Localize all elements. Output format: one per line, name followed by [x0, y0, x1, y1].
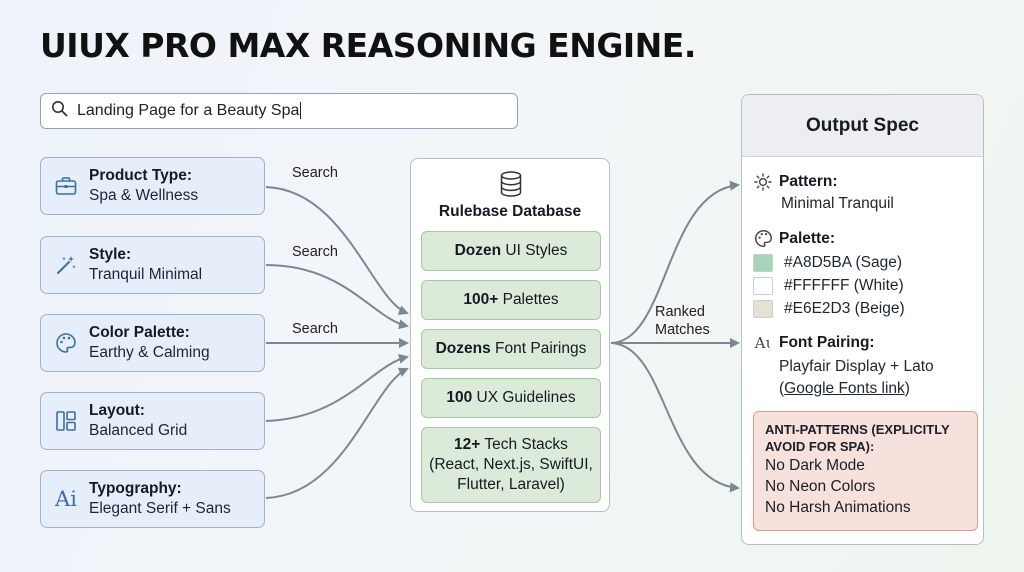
- magic-wand-icon: [53, 252, 79, 278]
- color-swatch-white: [753, 277, 773, 295]
- anti-pattern-item: No Neon Colors: [765, 478, 876, 495]
- color-swatch-beige: [753, 300, 773, 318]
- arrow-typography: [265, 367, 409, 499]
- ranked-matches-label: Ranked Matches: [655, 304, 710, 338]
- arrow-layout: [265, 353, 409, 422]
- input-card-style: Style: Tranquil Minimal: [40, 236, 265, 294]
- palette-color: #FFFFFF (White): [784, 277, 904, 294]
- input-label: Typography:: [89, 480, 182, 497]
- color-swatch-sage: [753, 254, 773, 272]
- input-value: Tranquil Minimal: [89, 266, 203, 283]
- search-input[interactable]: Landing Page for a Beauty Spa: [40, 93, 518, 129]
- input-card-typography: Ai Typography: Elegant Serif + Sans: [40, 470, 265, 528]
- palette-icon: [753, 228, 773, 248]
- pattern-label: Pattern:: [779, 173, 838, 190]
- input-label: Layout:: [89, 402, 145, 419]
- anti-patterns-box: ANTI-PATTERNS (EXPLICITLY AVOID FOR SPA)…: [753, 411, 978, 531]
- database-item: 100+ Palettes: [421, 280, 601, 320]
- page-title: UIUX PRO MAX REASONING ENGINE.: [40, 26, 696, 65]
- arrow-style: [265, 264, 409, 330]
- font-pairing-value: Playfair Display + Lato: [779, 358, 934, 375]
- database-item: 100 UX Guidelines: [421, 378, 601, 418]
- google-fonts-link[interactable]: Google Fonts link: [784, 380, 905, 397]
- input-card-color-palette: Color Palette: Earthy & Calming: [40, 314, 265, 372]
- palette-icon: [53, 330, 79, 356]
- input-value: Earthy & Calming: [89, 344, 210, 361]
- anti-pattern-item: No Harsh Animations: [765, 499, 911, 516]
- rulebase-database-panel: Rulebase Database Dozen UI Styles 100+ P…: [410, 158, 610, 512]
- text-caret: [300, 102, 302, 120]
- database-item: Dozens Font Pairings: [421, 329, 601, 369]
- font-pairing-label: Font Pairing:: [779, 334, 875, 351]
- input-value: Elegant Serif + Sans: [89, 500, 231, 517]
- arrow-to-anti-patterns: [610, 342, 740, 493]
- input-value: Balanced Grid: [89, 422, 188, 439]
- pattern-value: Minimal Tranquil: [781, 195, 894, 212]
- input-label: Color Palette:: [89, 324, 190, 341]
- typography-ai-icon: Ai: [55, 487, 77, 511]
- sun-icon: [753, 172, 773, 192]
- input-card-layout: Layout: Balanced Grid: [40, 392, 265, 450]
- arrow-to-pattern: [610, 180, 740, 344]
- briefcase-icon: [53, 173, 79, 199]
- palette-label: Palette:: [779, 230, 835, 247]
- search-query: Landing Page for a Beauty Spa: [77, 102, 302, 120]
- search-icon: [51, 100, 68, 122]
- edge-label-search: Search: [292, 321, 338, 337]
- edge-label-search: Search: [292, 165, 338, 181]
- anti-patterns-heading: AVOID FOR SPA):: [765, 439, 875, 454]
- input-label: Style:: [89, 246, 132, 263]
- input-card-product-type: Product Type: Spa & Wellness: [40, 157, 265, 215]
- font-link-text: (Google Fonts link): [779, 380, 910, 397]
- database-title: Rulebase Database: [438, 203, 582, 220]
- database-item: 12+ Tech Stacks (React, Next.js, SwiftUI…: [421, 427, 601, 503]
- font-icon: Aɩ: [754, 334, 772, 352]
- arrow-product-type: [265, 186, 409, 315]
- edge-label-search: Search: [292, 244, 338, 260]
- anti-pattern-item: No Dark Mode: [765, 457, 865, 474]
- database-item: Dozen UI Styles: [421, 231, 601, 271]
- palette-color: #E6E2D3 (Beige): [784, 300, 905, 317]
- output-spec-title: Output Spec: [742, 95, 983, 157]
- anti-patterns-heading: ANTI-PATTERNS (EXPLICITLY: [765, 422, 950, 437]
- input-label: Product Type:: [89, 167, 193, 184]
- palette-color: #A8D5BA (Sage): [784, 254, 903, 271]
- input-value: Spa & Wellness: [89, 187, 199, 204]
- layout-grid-icon: [53, 408, 79, 434]
- output-spec-panel: Output Spec Pattern: Minimal Tranquil Pa…: [741, 94, 984, 545]
- database-icon: [499, 171, 523, 202]
